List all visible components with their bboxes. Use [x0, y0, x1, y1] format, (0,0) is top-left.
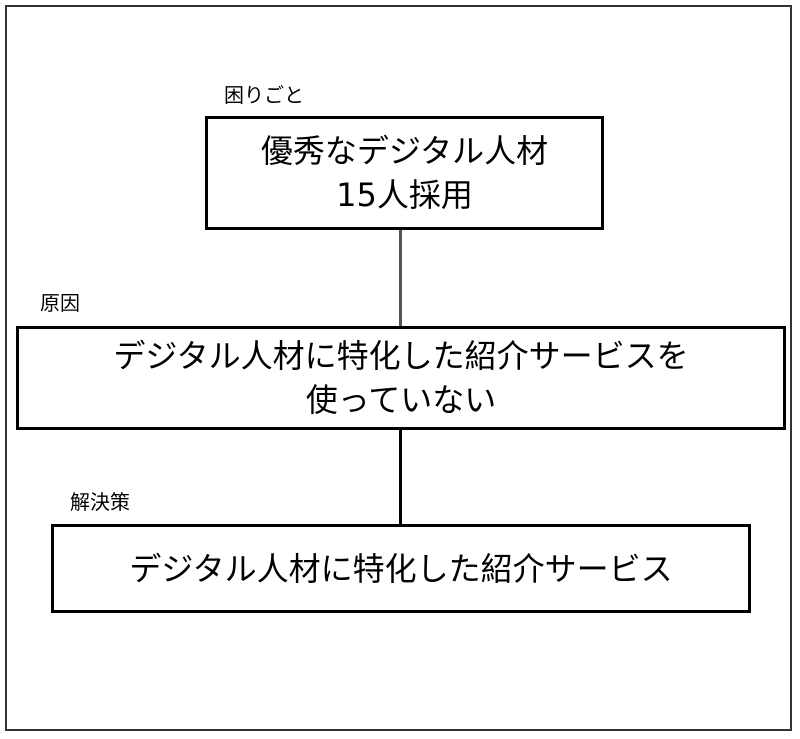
- problem-text-line-1: 優秀なデジタル人材: [260, 132, 549, 170]
- connector-line-cause-to-solution: [399, 430, 402, 524]
- diagram-frame: [5, 5, 792, 731]
- cause-label: 原因: [40, 291, 80, 315]
- cause-text-line-2: 使っていない: [305, 381, 497, 419]
- solution-box: デジタル人材に特化した紹介サービス: [51, 524, 751, 613]
- solution-label: 解決策: [70, 490, 130, 514]
- cause-text-line-1: デジタル人材に特化した紹介サービスを: [113, 337, 689, 375]
- solution-text-line-1: デジタル人材に特化した紹介サービス: [129, 549, 673, 588]
- problem-text-line-2: 15人採用: [336, 176, 473, 214]
- problem-label: 困りごと: [224, 83, 304, 107]
- problem-box: 優秀なデジタル人材 15人採用: [205, 116, 604, 230]
- connector-line-problem-to-cause: [399, 230, 402, 326]
- cause-box: デジタル人材に特化した紹介サービスを 使っていない: [16, 326, 786, 430]
